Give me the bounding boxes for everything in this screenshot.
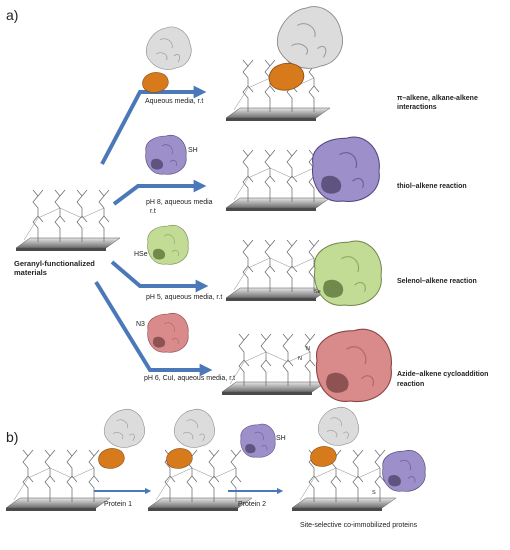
condition-route-4: pH 6, CuI, aqueous media, r.t bbox=[144, 375, 235, 382]
arrow-route-1 bbox=[100, 85, 207, 165]
tag-route-4: N3 bbox=[136, 321, 145, 328]
condition-route-3: pH 5, aqueous media, r.t bbox=[146, 294, 222, 301]
panel-b-material-final bbox=[292, 406, 426, 511]
condition-route-2-line2: r.t bbox=[150, 208, 156, 215]
panel-b-material-intermediate bbox=[148, 408, 252, 511]
product-route-3 bbox=[226, 240, 383, 307]
step-2-label: Protein 2 bbox=[238, 501, 266, 508]
product-route-2 bbox=[226, 136, 381, 211]
condition-route-1: Aqueous media, r.t bbox=[145, 98, 203, 105]
result-route-2: thiol–alkene reaction bbox=[397, 183, 467, 190]
reactant-protein-route-2 bbox=[145, 134, 187, 175]
panel-b-protein-1 bbox=[98, 408, 146, 469]
reactant-protein-route-4 bbox=[147, 312, 189, 353]
panel-b-material-start bbox=[6, 450, 110, 511]
product-route-4 bbox=[222, 328, 393, 403]
result-route-1-line1: π–alkene, alkane-alkene bbox=[397, 95, 478, 102]
source-material bbox=[16, 190, 120, 251]
tag-route-3: HSe bbox=[134, 251, 148, 258]
condition-route-2-line1: pH 8, aqueous media bbox=[146, 199, 213, 206]
reaction-arrows bbox=[94, 85, 213, 377]
source-label-line1: Geranyl-functionalized bbox=[14, 259, 95, 268]
step-1-label: Protein 1 bbox=[104, 501, 132, 508]
reactant-protein-route-3 bbox=[147, 224, 189, 265]
arrow-route-2 bbox=[112, 179, 207, 206]
reactant-protein-route-1 bbox=[142, 26, 192, 93]
result-route-4-line2: reaction bbox=[397, 381, 424, 388]
panel-a-label: a) bbox=[6, 7, 18, 23]
tag-route-2: SH bbox=[188, 147, 198, 154]
arrow-route-4 bbox=[94, 280, 213, 377]
product-tag-route-4-n1: N bbox=[306, 346, 310, 352]
product-route-1 bbox=[226, 6, 344, 121]
panel-b-label: b) bbox=[6, 429, 18, 445]
product-tag-route-3: Se bbox=[314, 289, 321, 295]
product-tag-route-4-n2: N bbox=[298, 356, 302, 362]
arrow-route-3 bbox=[110, 260, 209, 293]
source-label-line2: materials bbox=[14, 268, 47, 277]
panel-b-tag: SH bbox=[276, 435, 286, 442]
panel-b-protein-2 bbox=[240, 423, 276, 458]
result-route-3: Selenol–alkene reaction bbox=[397, 278, 477, 285]
panel-b-product-tag: S bbox=[372, 490, 376, 496]
panel-b-caption: Site-selective co-immobilized proteins bbox=[300, 522, 418, 529]
result-route-1-line2: interactions bbox=[397, 104, 437, 111]
result-route-4-line1: Azide–alkene cycloaddition bbox=[397, 371, 488, 378]
